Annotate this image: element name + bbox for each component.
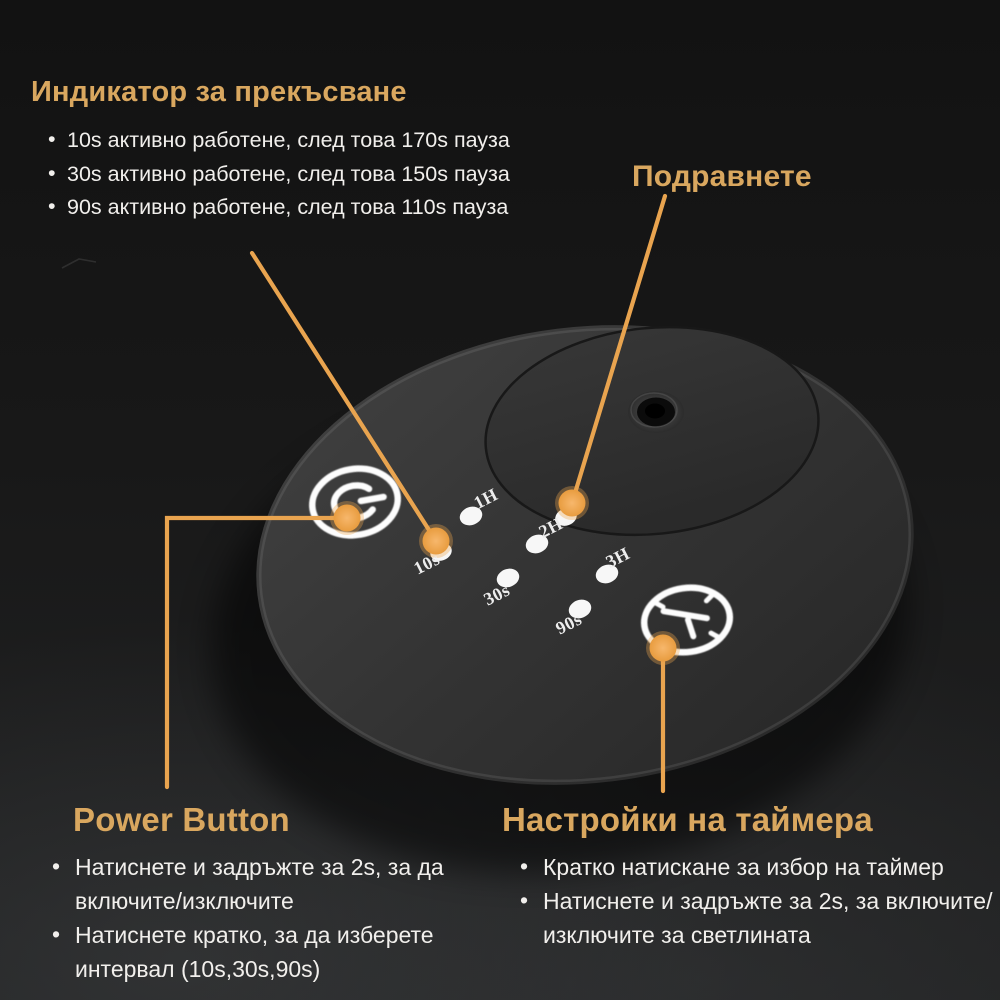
timer-settings-title: Настройки на таймера xyxy=(502,801,873,838)
marker-dots xyxy=(330,486,680,665)
bullet-item: 30s активно работене, след това 150s пау… xyxy=(48,157,590,192)
power-icon xyxy=(309,465,401,539)
bullet-item: Натиснете и задръжте за 2s, за да включи… xyxy=(52,849,515,918)
interruption-title: Индикатор за прекъсване xyxy=(31,76,407,108)
section-timer-settings: Настройки на таймера Кратко натискане за… xyxy=(500,801,1000,952)
align-title: Подравнете xyxy=(632,160,812,193)
line-align xyxy=(569,193,668,506)
power-bullet-list: Натиснете и задръжте за 2s, за да включи… xyxy=(52,849,515,986)
section-interruption-indicator: Индикатор за прекъсване 10s активно рабо… xyxy=(30,76,590,225)
bullet-item: 10s активно работене, след това 170s пау… xyxy=(48,123,590,158)
led-dot-1h xyxy=(459,506,483,526)
power-button-title: Power Button xyxy=(73,801,290,838)
line-power-elbow xyxy=(164,515,349,790)
led-dot-30s xyxy=(496,568,520,588)
bullet-item: Натиснете и задръжте за 2s, за включите/… xyxy=(520,883,1000,952)
marker-dot-align xyxy=(555,486,589,520)
timer-clock-icon xyxy=(640,584,734,656)
line-interruption-to-10s xyxy=(249,250,439,544)
annotation-lines xyxy=(164,193,668,794)
bullet-item: Натиснете кратко, за да изберете интерва… xyxy=(52,917,515,986)
led-dot-2h xyxy=(525,534,549,554)
interruption-bullet-list: 10s активно работене, след това 170s пау… xyxy=(48,123,590,225)
timer-bullet-list: Кратко натискане за избор на таймер Нати… xyxy=(520,849,1000,952)
device-rim-highlight xyxy=(259,327,911,783)
led-dot-3h xyxy=(595,564,619,584)
led-dot-90s xyxy=(568,599,592,619)
section-align: Подравнете xyxy=(632,160,812,195)
bullet-item: Кратко натискане за избор на таймер xyxy=(520,849,1000,884)
smudge-mark xyxy=(61,258,97,269)
marker-dot-power xyxy=(330,501,364,535)
bullet-item: 90s активно работене, след това 110s пау… xyxy=(48,190,590,225)
mist-outlet-hole xyxy=(628,391,684,433)
section-power-button: Power Button Натиснете и задръжте за 2s,… xyxy=(50,801,515,986)
marker-dot-timer xyxy=(646,631,680,665)
marker-dot-10s xyxy=(419,524,453,558)
